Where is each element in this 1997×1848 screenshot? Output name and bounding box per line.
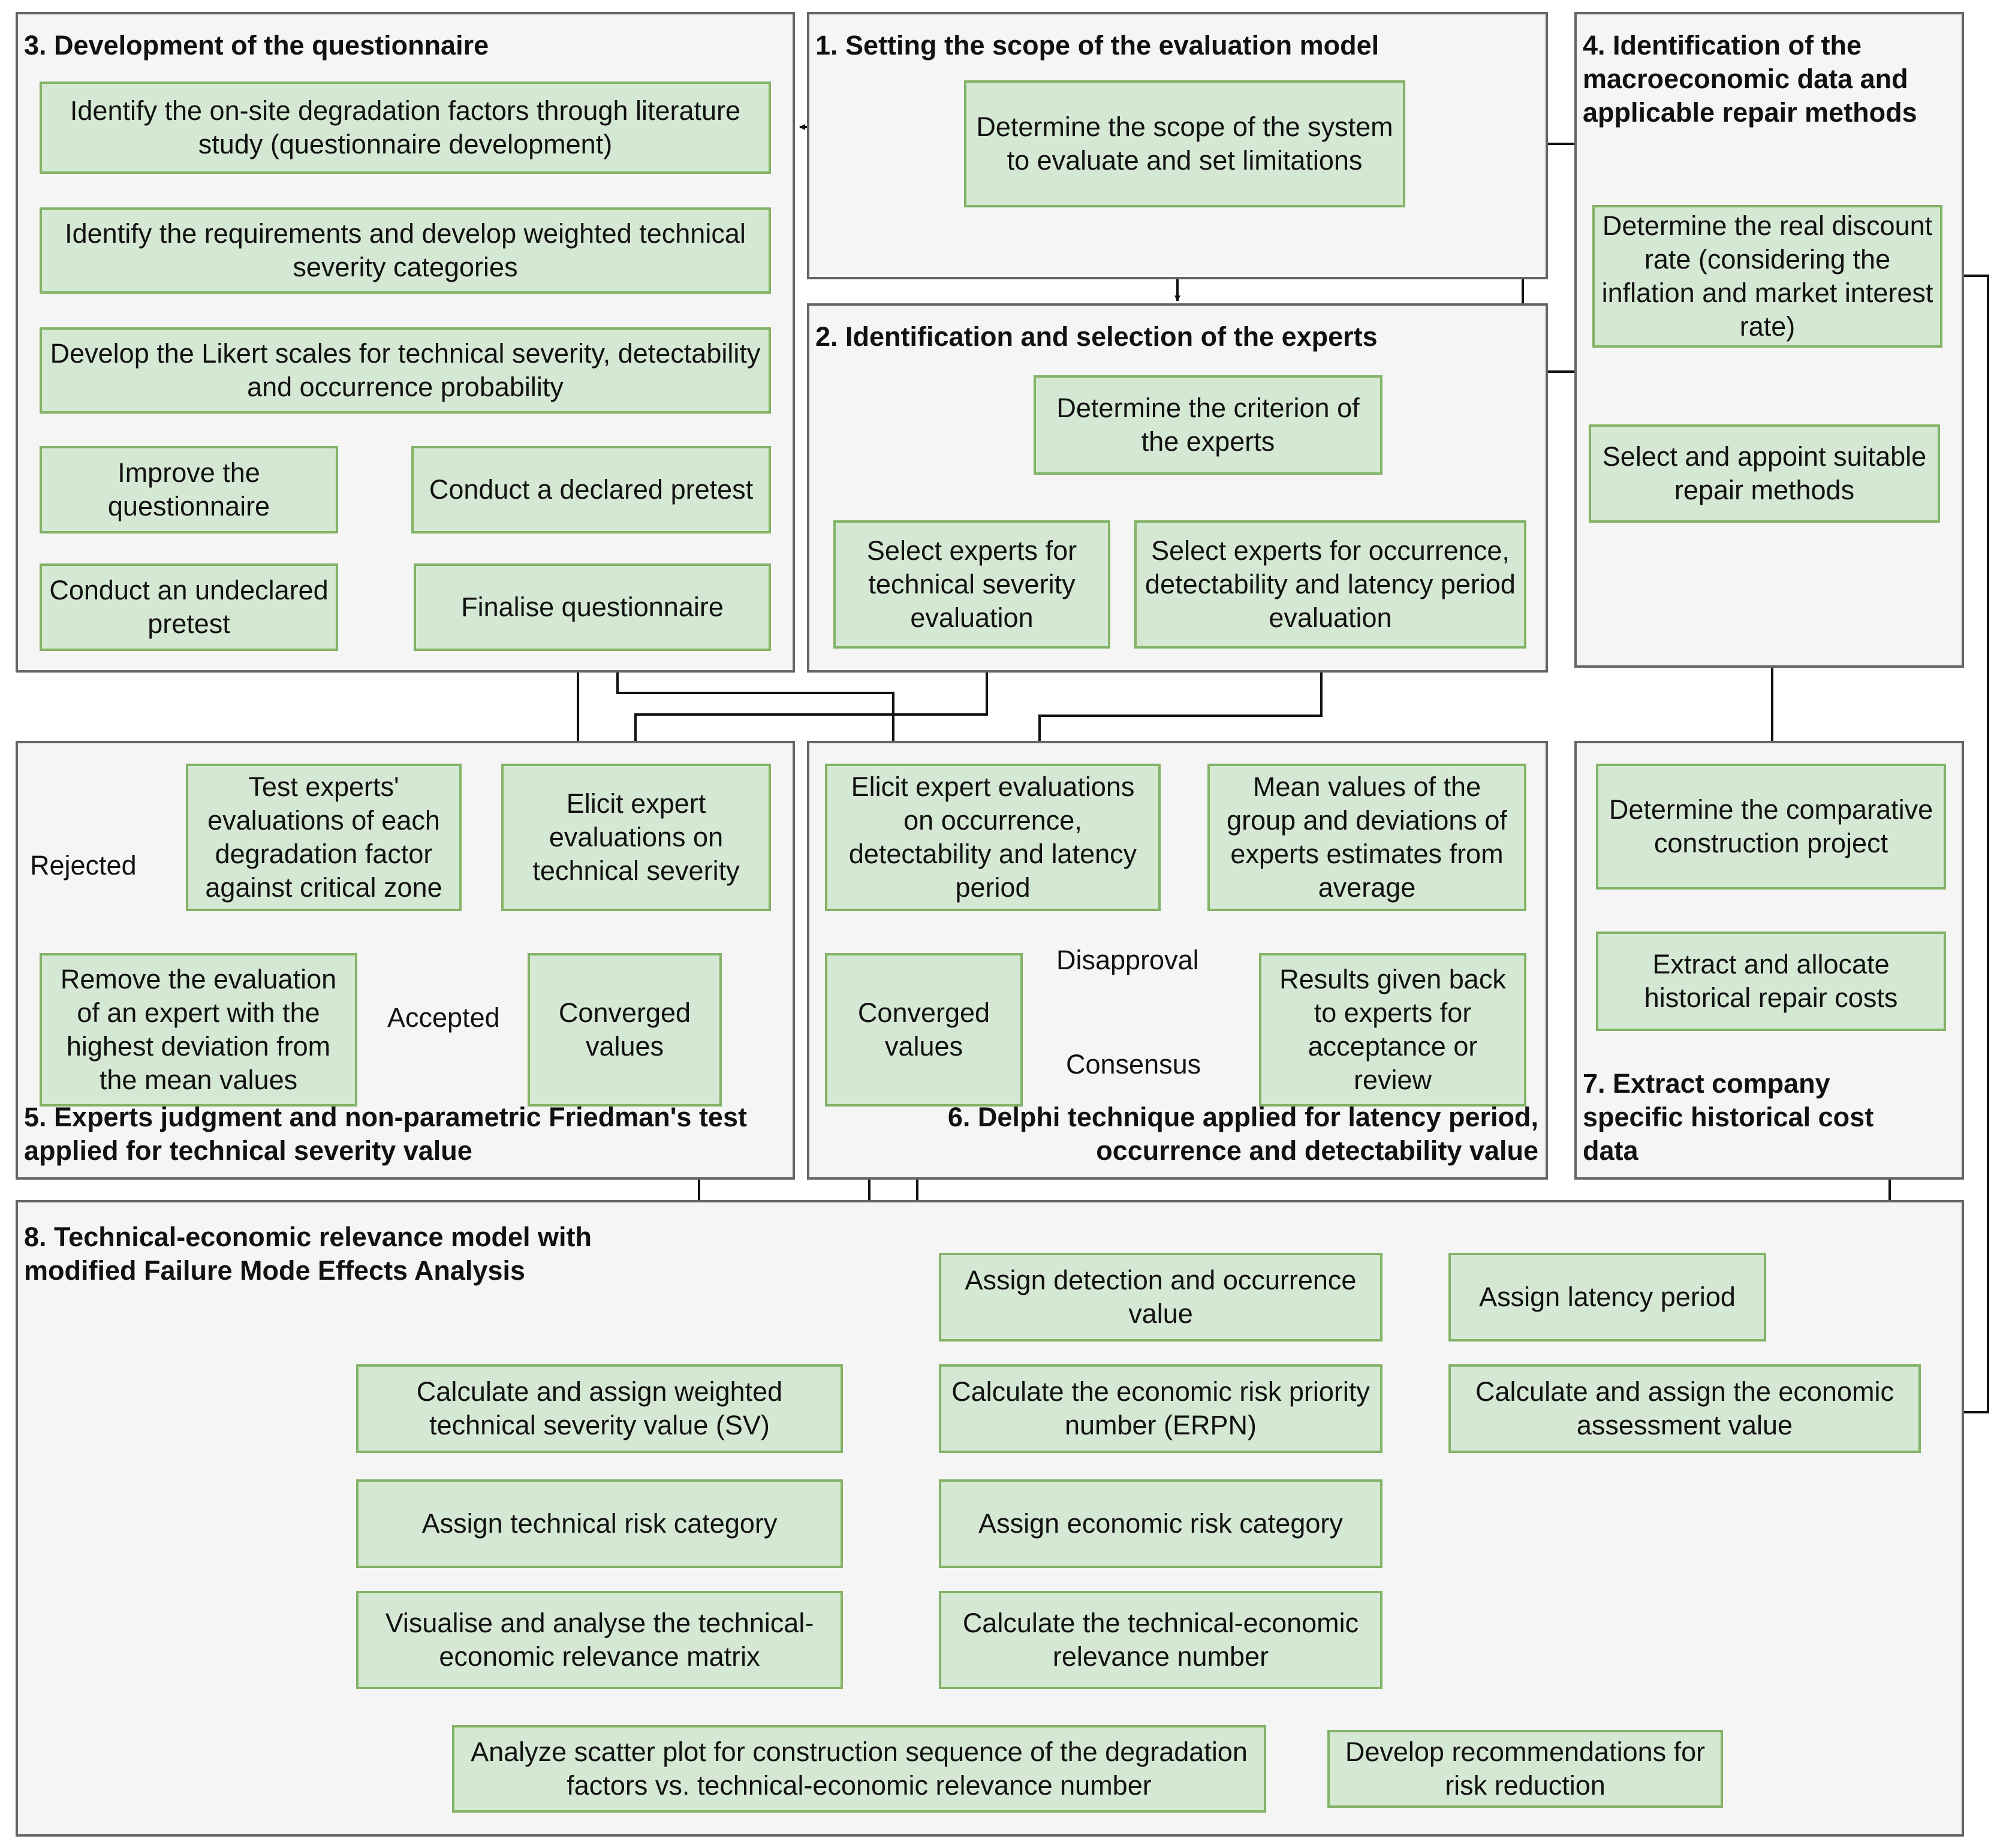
visualise-matrix-box: Visualise and analyse the technical-econ… [356, 1591, 843, 1689]
section-2-title: 2. Identification and selection of the e… [815, 321, 1378, 352]
accepted-label: Accepted [387, 1002, 500, 1033]
section-7-title: 7. Extract company specific historical c… [1583, 1068, 1874, 1166]
results-back-box: Results given back to experts for accept… [1259, 953, 1526, 1107]
calc-severity-box: Calculate and assign weighted technical … [356, 1364, 843, 1453]
improve-questionnaire-box: Improve the questionnaire [40, 446, 338, 533]
converged-values-6-box: Converged values [825, 953, 1023, 1107]
repair-methods-box: Select and appoint suitable repair metho… [1589, 424, 1940, 523]
determine-scope-box: Determine the scope of the system to eva… [964, 80, 1405, 207]
recommendations-box: Develop recommendations for risk reducti… [1327, 1730, 1723, 1808]
select-occurrence-experts-box: Select experts for occurrence, detectabi… [1134, 520, 1526, 649]
develop-likert-box: Develop the Likert scales for technical … [40, 327, 771, 414]
undeclared-pretest-box: Conduct an undeclared pretest [40, 563, 338, 651]
remove-evaluation-box: Remove the evaluation of an expert with … [40, 953, 357, 1107]
elicit-occurrence-box: Elicit expert evaluations on occurrence,… [825, 764, 1161, 911]
scatter-plot-box: Analyze scatter plot for construction se… [452, 1725, 1266, 1813]
assign-economic-risk-box: Assign economic risk category [939, 1479, 1382, 1568]
rejected-label: Rejected [30, 850, 137, 881]
assign-technical-risk-box: Assign technical risk category [356, 1479, 843, 1568]
identify-requirements-box: Identify the requirements and develop we… [40, 207, 771, 294]
discount-rate-box: Determine the real discount rate (consid… [1592, 205, 1942, 348]
converged-values-5-box: Converged values [528, 953, 722, 1107]
mean-values-box: Mean values of the group and deviations … [1207, 764, 1526, 911]
conn-severity-experts-to-elicit-severity [632, 649, 988, 762]
comparative-project-box: Determine the comparative construction p… [1596, 764, 1946, 890]
declared-pretest-box: Conduct a declared pretest [411, 446, 771, 533]
conn-occurrence-experts-to-elicit-occurrence [1037, 649, 1323, 762]
expert-criterion-box: Determine the criterion of the experts [1034, 375, 1382, 475]
calc-erpn-box: Calculate the economic risk priority num… [939, 1364, 1382, 1453]
section-1-title: 1. Setting the scope of the evaluation m… [815, 30, 1379, 61]
assign-latency-box: Assign latency period [1448, 1253, 1766, 1341]
calc-economic-value-box: Calculate and assign the economic assess… [1448, 1364, 1921, 1453]
section-4-title: 4. Identification of the macroeconomic d… [1583, 30, 1917, 128]
section-8-title: 8. Technical-economic relevance model wi… [24, 1222, 592, 1286]
elicit-severity-box: Elicit expert evaluations on technical s… [501, 764, 771, 911]
section-3-title: 3. Development of the questionnaire [24, 30, 489, 61]
test-evaluations-box: Test experts' evaluations of each degrad… [186, 764, 462, 911]
disapproval-label: Disapproval [1056, 945, 1199, 975]
section-5-title: 5. Experts judgment and non-parametric F… [24, 1102, 747, 1166]
identify-factors-box: Identify the on-site degradation factors… [40, 82, 771, 174]
select-severity-experts-box: Select experts for technical severity ev… [833, 520, 1110, 649]
calc-relevance-box: Calculate the technical-economic relevan… [939, 1591, 1382, 1689]
assign-detection-box: Assign detection and occurrence value [939, 1253, 1382, 1341]
section-6-title: 6. Delphi technique applied for latency … [947, 1102, 1538, 1166]
finalise-questionnaire-box: Finalise questionnaire [414, 563, 771, 651]
consensus-label: Consensus [1066, 1049, 1201, 1080]
historical-costs-box: Extract and allocate historical repair c… [1596, 931, 1946, 1031]
